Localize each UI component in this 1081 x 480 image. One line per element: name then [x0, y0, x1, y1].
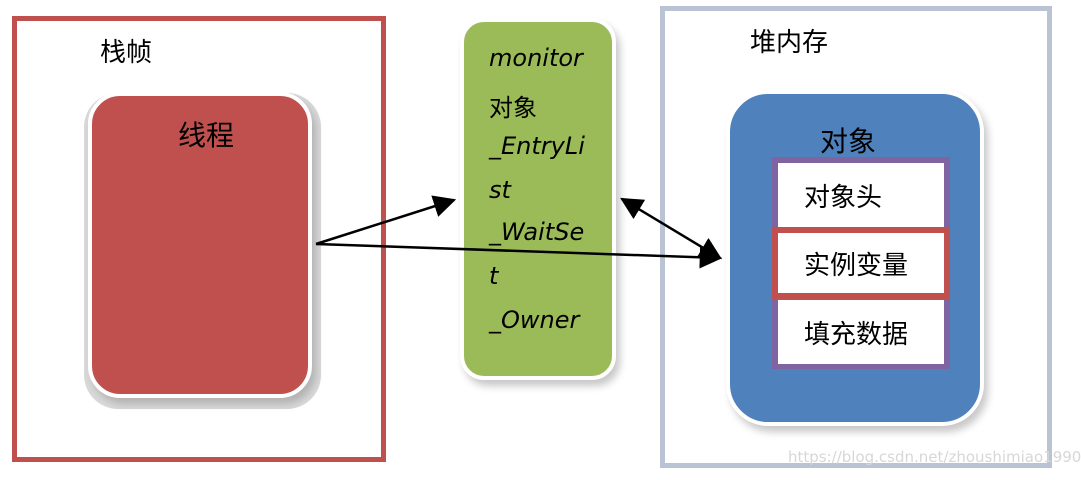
stack-frame-label: 栈帧: [100, 38, 153, 68]
monitor-waitset-part1: _WaitSe: [489, 218, 585, 246]
heap-memory-label: 堆内存: [750, 28, 829, 58]
watermark-url: https://blog.csdn.net/zhoushimiao1990: [788, 448, 1081, 466]
monitor-entrylist-part1: _EntryLi: [489, 132, 585, 160]
monitor-object-text: 对象: [489, 94, 537, 122]
monitor-title: monitor: [489, 44, 583, 72]
monitor-owner: _Owner: [489, 306, 580, 334]
instance-fields-segment: 实例变量: [772, 227, 950, 299]
monitor-object-bidirectional-arrow: [620, 197, 722, 260]
monitor-object-box: [460, 18, 616, 380]
thread-label: 线程: [178, 119, 235, 152]
thread-to-object-arrow: [315, 242, 723, 269]
thread-box: [88, 92, 312, 398]
monitor-entrylist-part2: st: [489, 176, 511, 204]
monitor-waitset-part2: t: [489, 262, 499, 290]
thread-to-monitor-arrow: [315, 195, 457, 246]
padding-data-segment: 填充数据: [778, 300, 944, 364]
object-label: 对象: [820, 125, 877, 158]
object-header-segment: 对象头: [778, 163, 944, 227]
